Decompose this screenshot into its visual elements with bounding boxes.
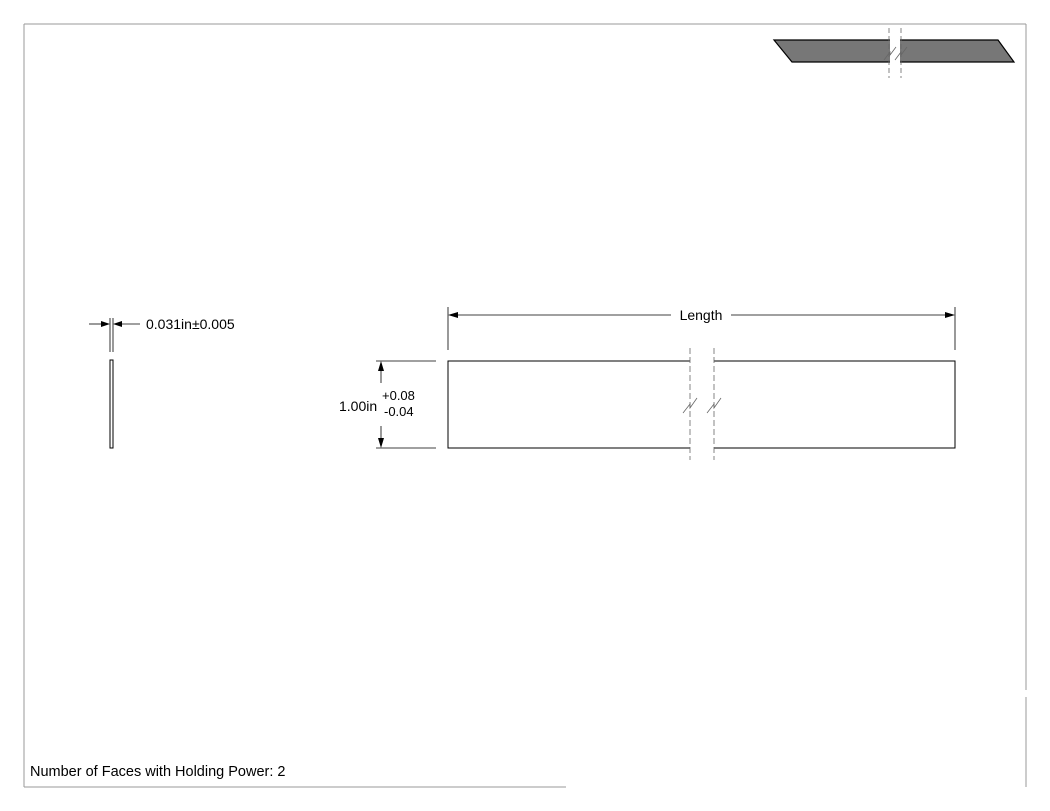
- front-view-left-segment: [447, 360, 690, 449]
- isometric-thumbnail: [772, 28, 1016, 78]
- width-dimension: [376, 360, 436, 449]
- length-label: Length: [680, 307, 723, 323]
- holding-power-note: Number of Faces with Holding Power: 2: [30, 764, 285, 780]
- side-view: [89, 318, 140, 449]
- thickness-value: 0.031in: [146, 316, 192, 332]
- thickness-tolerance: ±0.005: [192, 316, 235, 332]
- thickness-dimension: 0.031in±0.005: [146, 316, 235, 332]
- front-view: [447, 348, 956, 460]
- length-dimension: [447, 307, 956, 350]
- width-value: 1.00in: [339, 398, 377, 414]
- width-tolerance-plus: +0.08: [382, 388, 415, 403]
- sheet-frame: [23, 23, 1027, 788]
- break-lines: [682, 348, 722, 460]
- side-view-part-outline: [109, 359, 114, 449]
- front-view-right-segment: [714, 360, 956, 449]
- width-tolerance-minus: -0.04: [384, 404, 414, 419]
